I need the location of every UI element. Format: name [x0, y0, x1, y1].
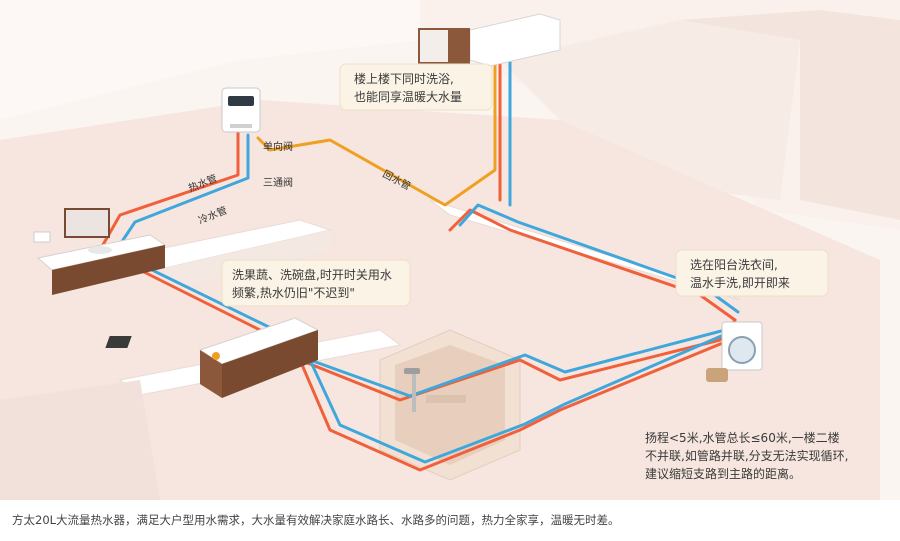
kitchen-counter-icon — [105, 317, 320, 398]
callout-upstairs-line-1: 楼上楼下同时洗浴, — [354, 71, 454, 86]
note-line-3: 建议缩短支路到主路的距离。 — [645, 466, 801, 481]
return-pipe — [256, 58, 497, 207]
partition-wall-4 — [0, 380, 160, 500]
upper-room-wall — [500, 20, 800, 200]
callout-kitchen-line-2: 频繁,热水仍旧"不迟到" — [232, 285, 355, 300]
callout-kitchen-line-1: 洗果蔬、洗碗盘,时开时关用水 — [232, 267, 392, 282]
cold-water-pipe-branch — [308, 328, 737, 464]
bathroom-floor — [395, 345, 505, 465]
callout-upstairs: 楼上楼下同时洗浴, 也能同享温暖大水量 — [339, 63, 493, 111]
note-line-2: 不并联,如管路并联,分支无法实现循环, — [645, 448, 848, 463]
washbasin-icon — [33, 208, 167, 295]
water-heater-icon — [221, 87, 261, 133]
image-caption: 方太20L大流量热水器，满足大户型用水需求，大水量有效解决家庭水路长、水路多的问… — [12, 513, 620, 527]
bathtub-icon — [418, 13, 561, 67]
plumbing-diagram: 热水管 冷水管 单向阀 三通阀 回水管 楼上楼下同时洗浴, 也能同享温暖大水量 … — [0, 0, 900, 500]
upper-room-side-wall — [680, 10, 900, 220]
callout-upstairs-line-2: 也能同享温暖大水量 — [354, 89, 462, 104]
hot-water-pipe-loop — [448, 208, 737, 322]
washing-machine-icon — [706, 321, 763, 382]
callout-balcony-line-1: 选在阳台洗衣间, — [690, 257, 778, 272]
floor — [0, 100, 880, 500]
callout-balcony-line-2: 温水手洗,即开即来 — [690, 276, 790, 290]
back-wall-left — [0, 0, 420, 120]
hot-water-pipe-branch — [298, 338, 732, 472]
installation-note: 扬程<5米,水管总长≤60米,一楼二楼 不并联,如管路并联,分支无法实现循环, … — [645, 430, 848, 481]
callout-balcony: 选在阳台洗衣间, 温水手洗,即开即来 — [675, 249, 829, 297]
three-way-valve-label: 三通阀 — [263, 176, 293, 189]
shower-icon — [404, 368, 466, 412]
diagram-canvas: 热水管 冷水管 单向阀 三通阀 回水管 楼上楼下同时洗浴, 也能同享温暖大水量 … — [0, 0, 900, 500]
pipes — [98, 58, 740, 472]
check-valve-label: 单向阀 — [263, 140, 293, 153]
note-line-1: 扬程<5米,水管总长≤60米,一楼二楼 — [645, 430, 840, 445]
callout-kitchen: 洗果蔬、洗碗盘,时开时关用水 频繁,热水仍旧"不迟到" — [221, 259, 411, 307]
